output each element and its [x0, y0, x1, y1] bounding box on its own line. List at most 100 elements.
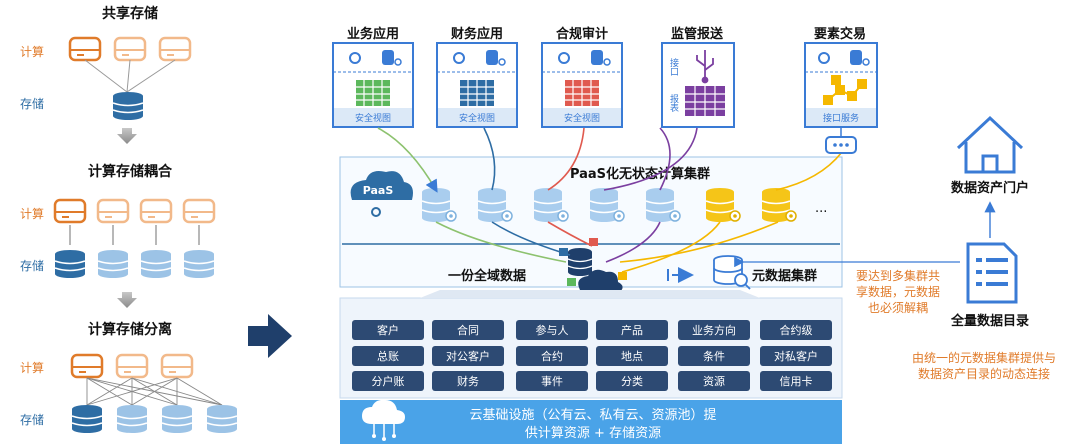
database-icon — [54, 249, 86, 279]
cloud-network-icon — [362, 399, 405, 441]
down-arrow-icon — [117, 128, 137, 144]
paas-cluster-title: PaaS化无状态计算集群 — [570, 166, 710, 182]
entity-cell — [760, 371, 832, 391]
entity-label: 分户账 — [372, 374, 405, 388]
right-arrow-icon — [667, 267, 694, 283]
entity-label: 条件 — [703, 349, 725, 363]
right-column: 数据资产门户 全量数据目录 由统一的元数据集群提供与 数据资产目录的动态连接 — [912, 115, 1056, 381]
entity-label: 对公客户 — [446, 349, 490, 363]
lock-icon — [618, 272, 627, 280]
entity-label: 业务方向 — [692, 323, 736, 337]
app-title: 财务应用 — [451, 26, 503, 42]
entity-cell — [678, 371, 750, 391]
entity-label: 合约 — [541, 349, 563, 363]
right-note-line-1: 由统一的元数据集群提供与 — [912, 350, 1056, 365]
paas-cloud-label: PaaS — [363, 184, 394, 197]
entity-cell — [678, 346, 750, 366]
server-icon — [139, 198, 173, 224]
app-caption: 接口服务 — [823, 112, 859, 124]
entity-cell — [432, 346, 504, 366]
usb-icon — [696, 50, 714, 84]
paas-cluster: PaaS化无状态计算集群 PaaS ... 一份全域数据 — [339, 156, 843, 292]
entity-cell — [596, 346, 668, 366]
entity-cell — [352, 320, 424, 340]
gear-icon — [558, 52, 570, 64]
entity-cell — [760, 346, 832, 366]
entity-cell — [432, 320, 504, 340]
entity-label: 信用卡 — [780, 375, 813, 388]
database-icon — [140, 249, 172, 279]
server-icon — [115, 353, 149, 379]
database-icon — [183, 249, 215, 279]
database-icon — [112, 91, 144, 121]
database-icon — [161, 404, 193, 434]
section-title-separated: 计算存储分离 — [88, 321, 172, 338]
infra-line-2: 供计算资源 + 存储资源 — [525, 426, 661, 441]
server-icon — [158, 36, 192, 62]
server-icon — [160, 353, 194, 379]
section-title-coupled: 计算存储耦合 — [88, 163, 173, 180]
entity-cell — [516, 371, 588, 391]
gear-icon — [453, 52, 465, 64]
center-note-line-2: 享数据，元数据 — [856, 284, 940, 299]
grid-table-icon — [356, 80, 390, 106]
side-text-report: 报表 — [668, 93, 679, 113]
lock-icon — [589, 238, 598, 246]
app-card-finance: 财务应用 安全视图 — [436, 26, 518, 128]
database-gear-icon — [591, 50, 611, 66]
database-icon — [97, 249, 129, 279]
grid-table-icon — [685, 86, 725, 116]
entity-label: 资源 — [703, 374, 725, 388]
entity-cell — [516, 346, 588, 366]
grid-table-icon — [460, 80, 494, 106]
storage-label-2: 存储 — [20, 258, 44, 273]
network-nodes-icon — [823, 75, 867, 105]
app-title: 监管报送 — [671, 26, 724, 42]
app-card-business: 业务应用 安全视图 — [332, 26, 414, 128]
entity-cell — [432, 371, 504, 391]
server-icon — [70, 353, 104, 379]
database-icon — [206, 404, 238, 434]
big-right-arrow-icon — [248, 314, 292, 358]
entity-label: 分类 — [621, 374, 643, 388]
entity-label: 对私客户 — [774, 349, 818, 363]
database-icon — [116, 404, 148, 434]
entity-label: 事件 — [541, 375, 563, 388]
applications-row: 业务应用 安全视图 财务应用 安全视图 — [332, 26, 878, 128]
portal-label: 数据资产门户 — [951, 180, 1029, 196]
entity-label: 合同 — [457, 323, 479, 337]
global-data-icon — [559, 238, 627, 292]
server-icon — [182, 198, 216, 224]
connection-lines — [377, 127, 843, 273]
compute-label-2: 计算 — [20, 206, 44, 221]
entity-cell — [596, 320, 668, 340]
app-title: 业务应用 — [347, 26, 399, 42]
entity-cell — [352, 371, 424, 391]
app-card-trading: 要素交易 接口服务 — [804, 26, 878, 128]
infra-line-1: 云基础设施（公有云、私有云、资源池）提 — [469, 407, 716, 423]
storage-label-3: 存储 — [20, 412, 44, 427]
interface-device-icon — [825, 127, 857, 154]
entity-cell — [516, 320, 588, 340]
app-caption: 安全视图 — [564, 112, 600, 124]
lock-icon — [559, 248, 568, 256]
entity-cell — [596, 371, 668, 391]
center-note-line-3: 也必须解耦 — [868, 301, 928, 315]
compute-label-3: 计算 — [20, 360, 44, 375]
entity-cell — [352, 346, 424, 366]
infrastructure-bar: 云基础设施（公有云、私有云、资源池）提 供计算资源 + 存储资源 — [340, 399, 842, 444]
database-gear-icon — [486, 50, 506, 66]
entity-label: 地点 — [621, 350, 643, 363]
entity-cell — [760, 320, 832, 340]
global-data-label: 一份全域数据 — [448, 268, 526, 284]
entity-label: 财务 — [457, 374, 479, 388]
app-card-compliance: 合规审计 安全视图 — [541, 26, 623, 128]
database-icon — [71, 404, 103, 434]
left-architecture-evolution: 共享存储 计算 存储 计算存储耦合 计算 存储 计算存储分离 计算 存储 — [20, 5, 238, 434]
down-arrow-icon — [117, 292, 137, 308]
section-title-shared-storage: 共享存储 — [102, 5, 158, 22]
gear-icon — [349, 52, 361, 64]
meta-cluster-label: 元数据集群 — [752, 268, 817, 284]
center-note-line-1: 要达到多集群共 — [856, 268, 940, 283]
right-note-line-2: 数据资产目录的动态连接 — [918, 366, 1050, 381]
